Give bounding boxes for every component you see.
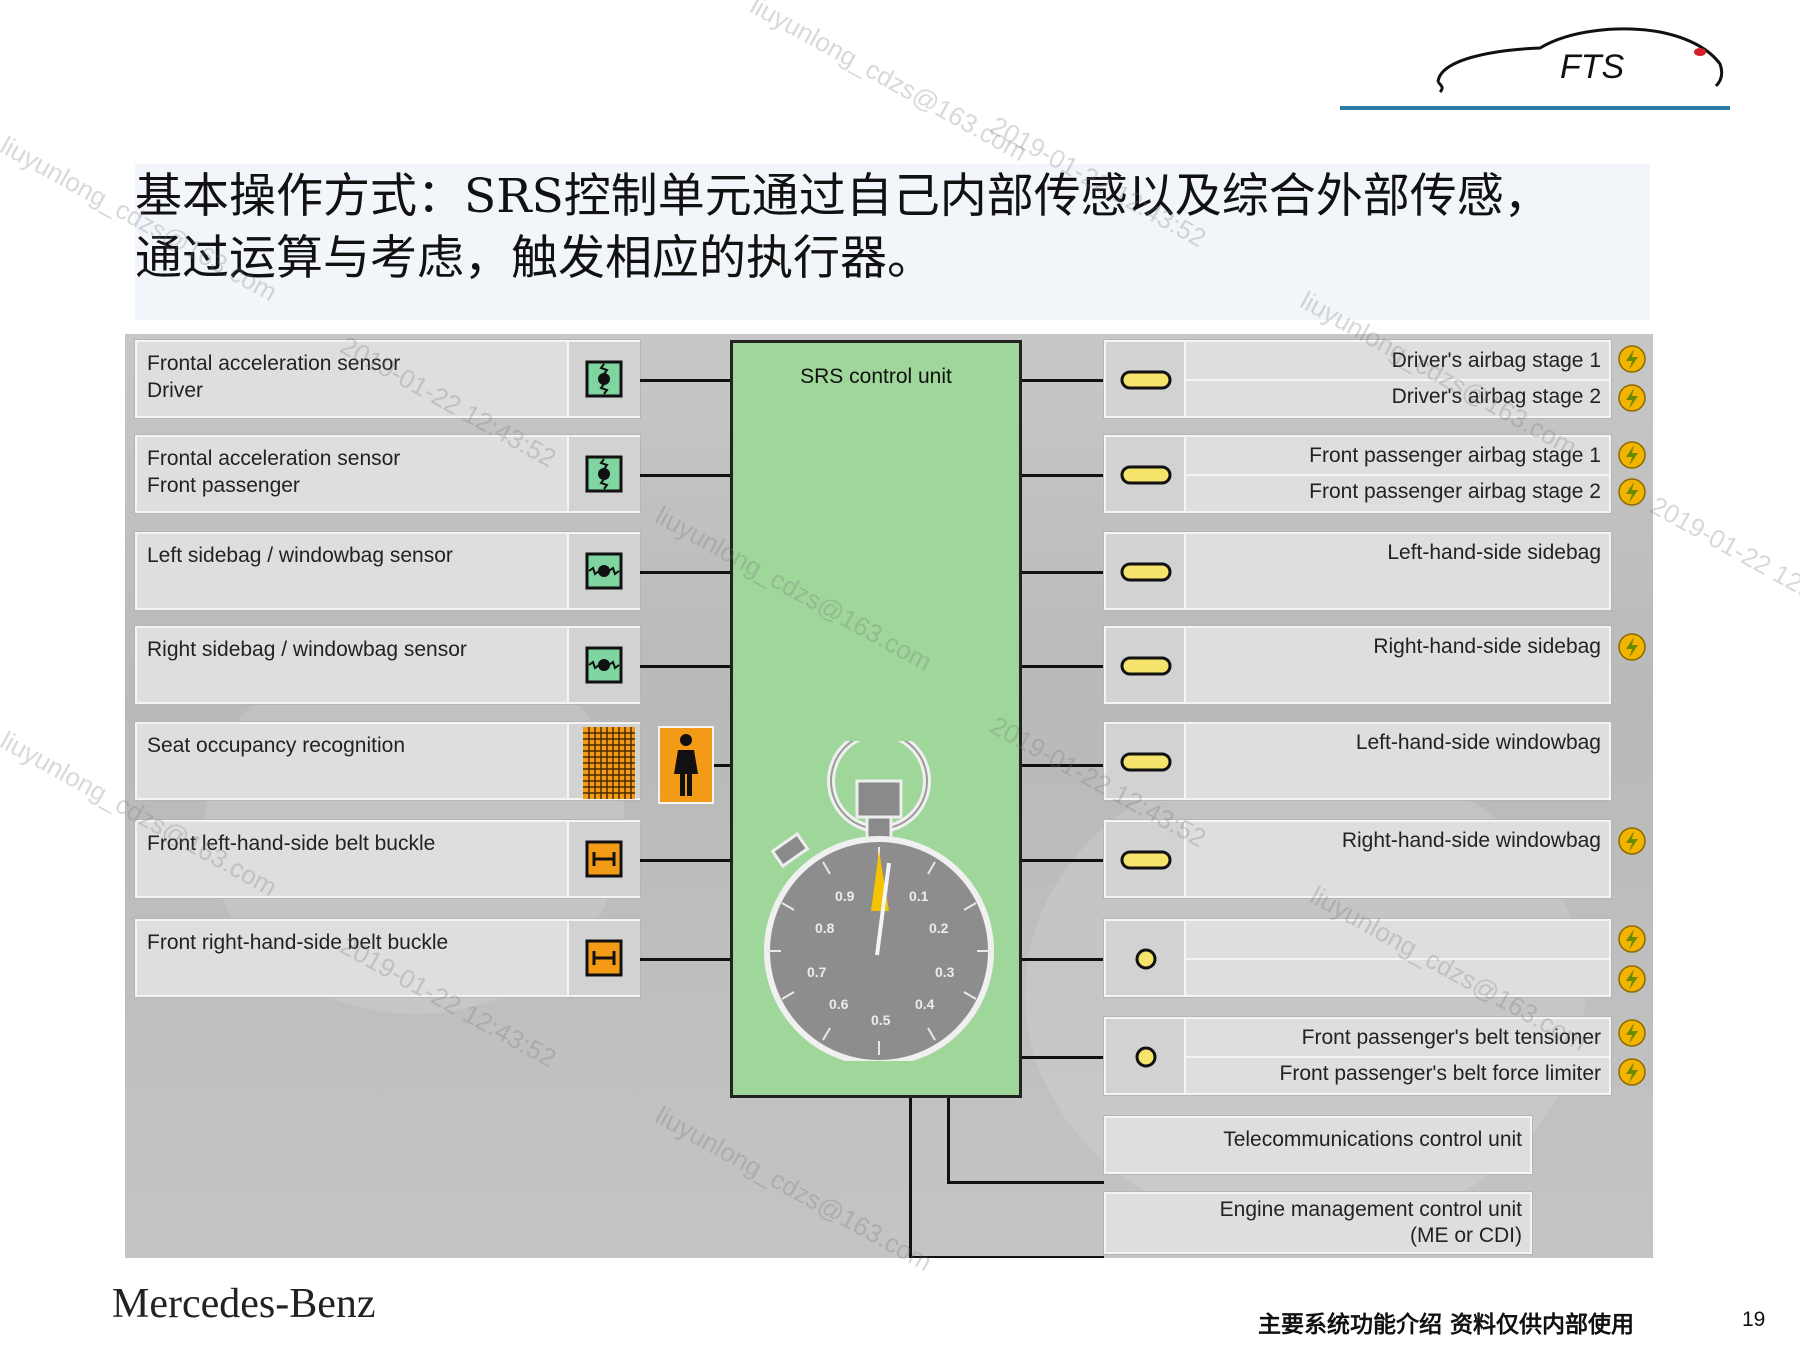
belt-tensioner-icon: [1135, 948, 1157, 970]
footer-text: 主要系统功能介绍 资料仅供内部使用: [1258, 1312, 1635, 1338]
airbag-icon: [1120, 656, 1172, 676]
output-right-windowbag: Right-hand-side windowbag: [1104, 820, 1611, 898]
output-label: Front passenger airbag stage 2: [1309, 480, 1601, 503]
trigger-icon: [1618, 384, 1646, 412]
svg-text:0.9: 0.9: [835, 888, 855, 904]
title-line-1: 基本操作方式：SRS控制单元通过自己内部传感以及综合外部传感，: [135, 169, 1551, 224]
airbag-icon: [1120, 752, 1172, 772]
belt-buckle-icon: [585, 939, 623, 977]
input-label: Front left-hand-side belt buckle: [147, 832, 436, 855]
svg-text:0.8: 0.8: [815, 920, 835, 936]
input-label: Left sidebag / windowbag sensor: [147, 544, 453, 567]
occupant-figure-icon: [658, 726, 714, 804]
belt-buckle-icon: [585, 840, 623, 878]
acceleration-sensor-icon: [585, 360, 623, 398]
output-left-windowbag: Left-hand-side windowbag: [1104, 722, 1611, 800]
output-passenger-airbag: Front passenger airbag stage 1 Front pas…: [1104, 435, 1611, 513]
input-label: Seat occupancy recognition: [147, 734, 405, 757]
input-box-left-belt-buckle: Front left-hand-side belt buckle: [135, 820, 640, 898]
airbag-icon: [1120, 850, 1172, 870]
stopwatch-icon: 0.9 0.1 0.8 0.2 0.7 0.3 0.6 0.4 0.5: [764, 741, 994, 1061]
comm-label: (ME or CDI): [1410, 1224, 1522, 1247]
trigger-icon: [1618, 478, 1646, 506]
input-box-right-side-sensor: Right sidebag / windowbag sensor: [135, 626, 640, 704]
engine-management-control-unit: Engine management control unit (ME or CD…: [1104, 1192, 1532, 1254]
trigger-icon: [1618, 633, 1646, 661]
input-box-left-side-sensor: Left sidebag / windowbag sensor: [135, 532, 640, 610]
output-label: Right-hand-side sidebag: [1373, 635, 1601, 658]
trigger-icon: [1618, 827, 1646, 855]
output-label: Right-hand-side windowbag: [1341, 829, 1601, 852]
svg-text:0.6: 0.6: [829, 996, 849, 1012]
acceleration-sensor-icon: [585, 455, 623, 493]
page-number: 19: [1742, 1308, 1766, 1331]
output-label: Front passenger's belt tensioner: [1301, 1026, 1601, 1049]
output-right-sidebag: Right-hand-side sidebag: [1104, 626, 1611, 704]
output-label: Driver's airbag stage 1: [1391, 349, 1601, 372]
output-label: Front passenger airbag stage 1: [1309, 444, 1601, 467]
comm-label: Telecommunications control unit: [1223, 1128, 1522, 1151]
trigger-icon: [1618, 1058, 1646, 1086]
output-label: Driver's airbag stage 2: [1391, 385, 1601, 408]
airbag-icon: [1120, 370, 1172, 390]
svg-text:FTS: FTS: [1560, 48, 1625, 86]
title-background: [135, 164, 1650, 320]
output-label: Front passenger's belt force limiter: [1279, 1062, 1601, 1085]
belt-tensioner-icon: [1135, 1046, 1157, 1068]
comm-label: Engine management control unit: [1219, 1198, 1522, 1221]
airbag-icon: [1120, 465, 1172, 485]
side-sensor-icon: [585, 552, 623, 590]
header-rule: [1340, 106, 1730, 110]
input-box-right-belt-buckle: Front right-hand-side belt buckle: [135, 919, 640, 997]
output-left-sidebag: Left-hand-side sidebag: [1104, 532, 1611, 610]
trigger-icon: [1618, 441, 1646, 469]
output-label: Left-hand-side windowbag: [1355, 731, 1601, 754]
mercedes-benz-logo: Mercedes-Benz: [112, 1281, 376, 1327]
srs-control-unit: SRS control unit: [730, 340, 1022, 1098]
input-box-seat-occupancy: Seat occupancy recognition: [135, 722, 640, 800]
fts-logo: FTS: [1436, 27, 1724, 94]
srs-control-unit-label: SRS control unit: [800, 365, 952, 388]
page-title: 基本操作方式：SRS控制单元通过自己内部传感以及综合外部传感， 通过运算与考虑，…: [135, 166, 1650, 290]
trigger-icon: [1618, 965, 1646, 993]
svg-text:0.1: 0.1: [909, 888, 929, 904]
output-driver-belt-tensioner: [1104, 919, 1611, 997]
input-label: Front right-hand-side belt buckle: [147, 931, 449, 954]
side-sensor-icon: [585, 646, 623, 684]
trigger-icon: [1618, 925, 1646, 953]
seat-mat-icon: [583, 727, 635, 799]
title-line-2: 通过运算与考虑，触发相应的执行器。: [135, 231, 934, 286]
trigger-icon: [1618, 1019, 1646, 1047]
watermark: liuyunlong_cdzs@163.com: [745, 0, 1033, 168]
trigger-icon: [1618, 345, 1646, 373]
output-driver-airbag: Driver's airbag stage 1 Driver's airbag …: [1104, 340, 1611, 418]
watermark: 2019-01-22 12:43:52: [1645, 490, 1800, 634]
svg-text:0.7: 0.7: [807, 964, 827, 980]
airbag-icon: [1120, 562, 1172, 582]
svg-text:0.2: 0.2: [929, 920, 949, 936]
svg-text:0.3: 0.3: [935, 964, 955, 980]
svg-text:0.5: 0.5: [871, 1012, 891, 1028]
output-passenger-belt-tensioner: Front passenger's belt tensioner Front p…: [1104, 1017, 1611, 1095]
output-label: Left-hand-side sidebag: [1387, 541, 1601, 564]
telecommunications-control-unit: Telecommunications control unit: [1104, 1116, 1532, 1174]
svg-text:0.4: 0.4: [915, 996, 935, 1012]
input-label: Right sidebag / windowbag sensor: [147, 638, 467, 661]
